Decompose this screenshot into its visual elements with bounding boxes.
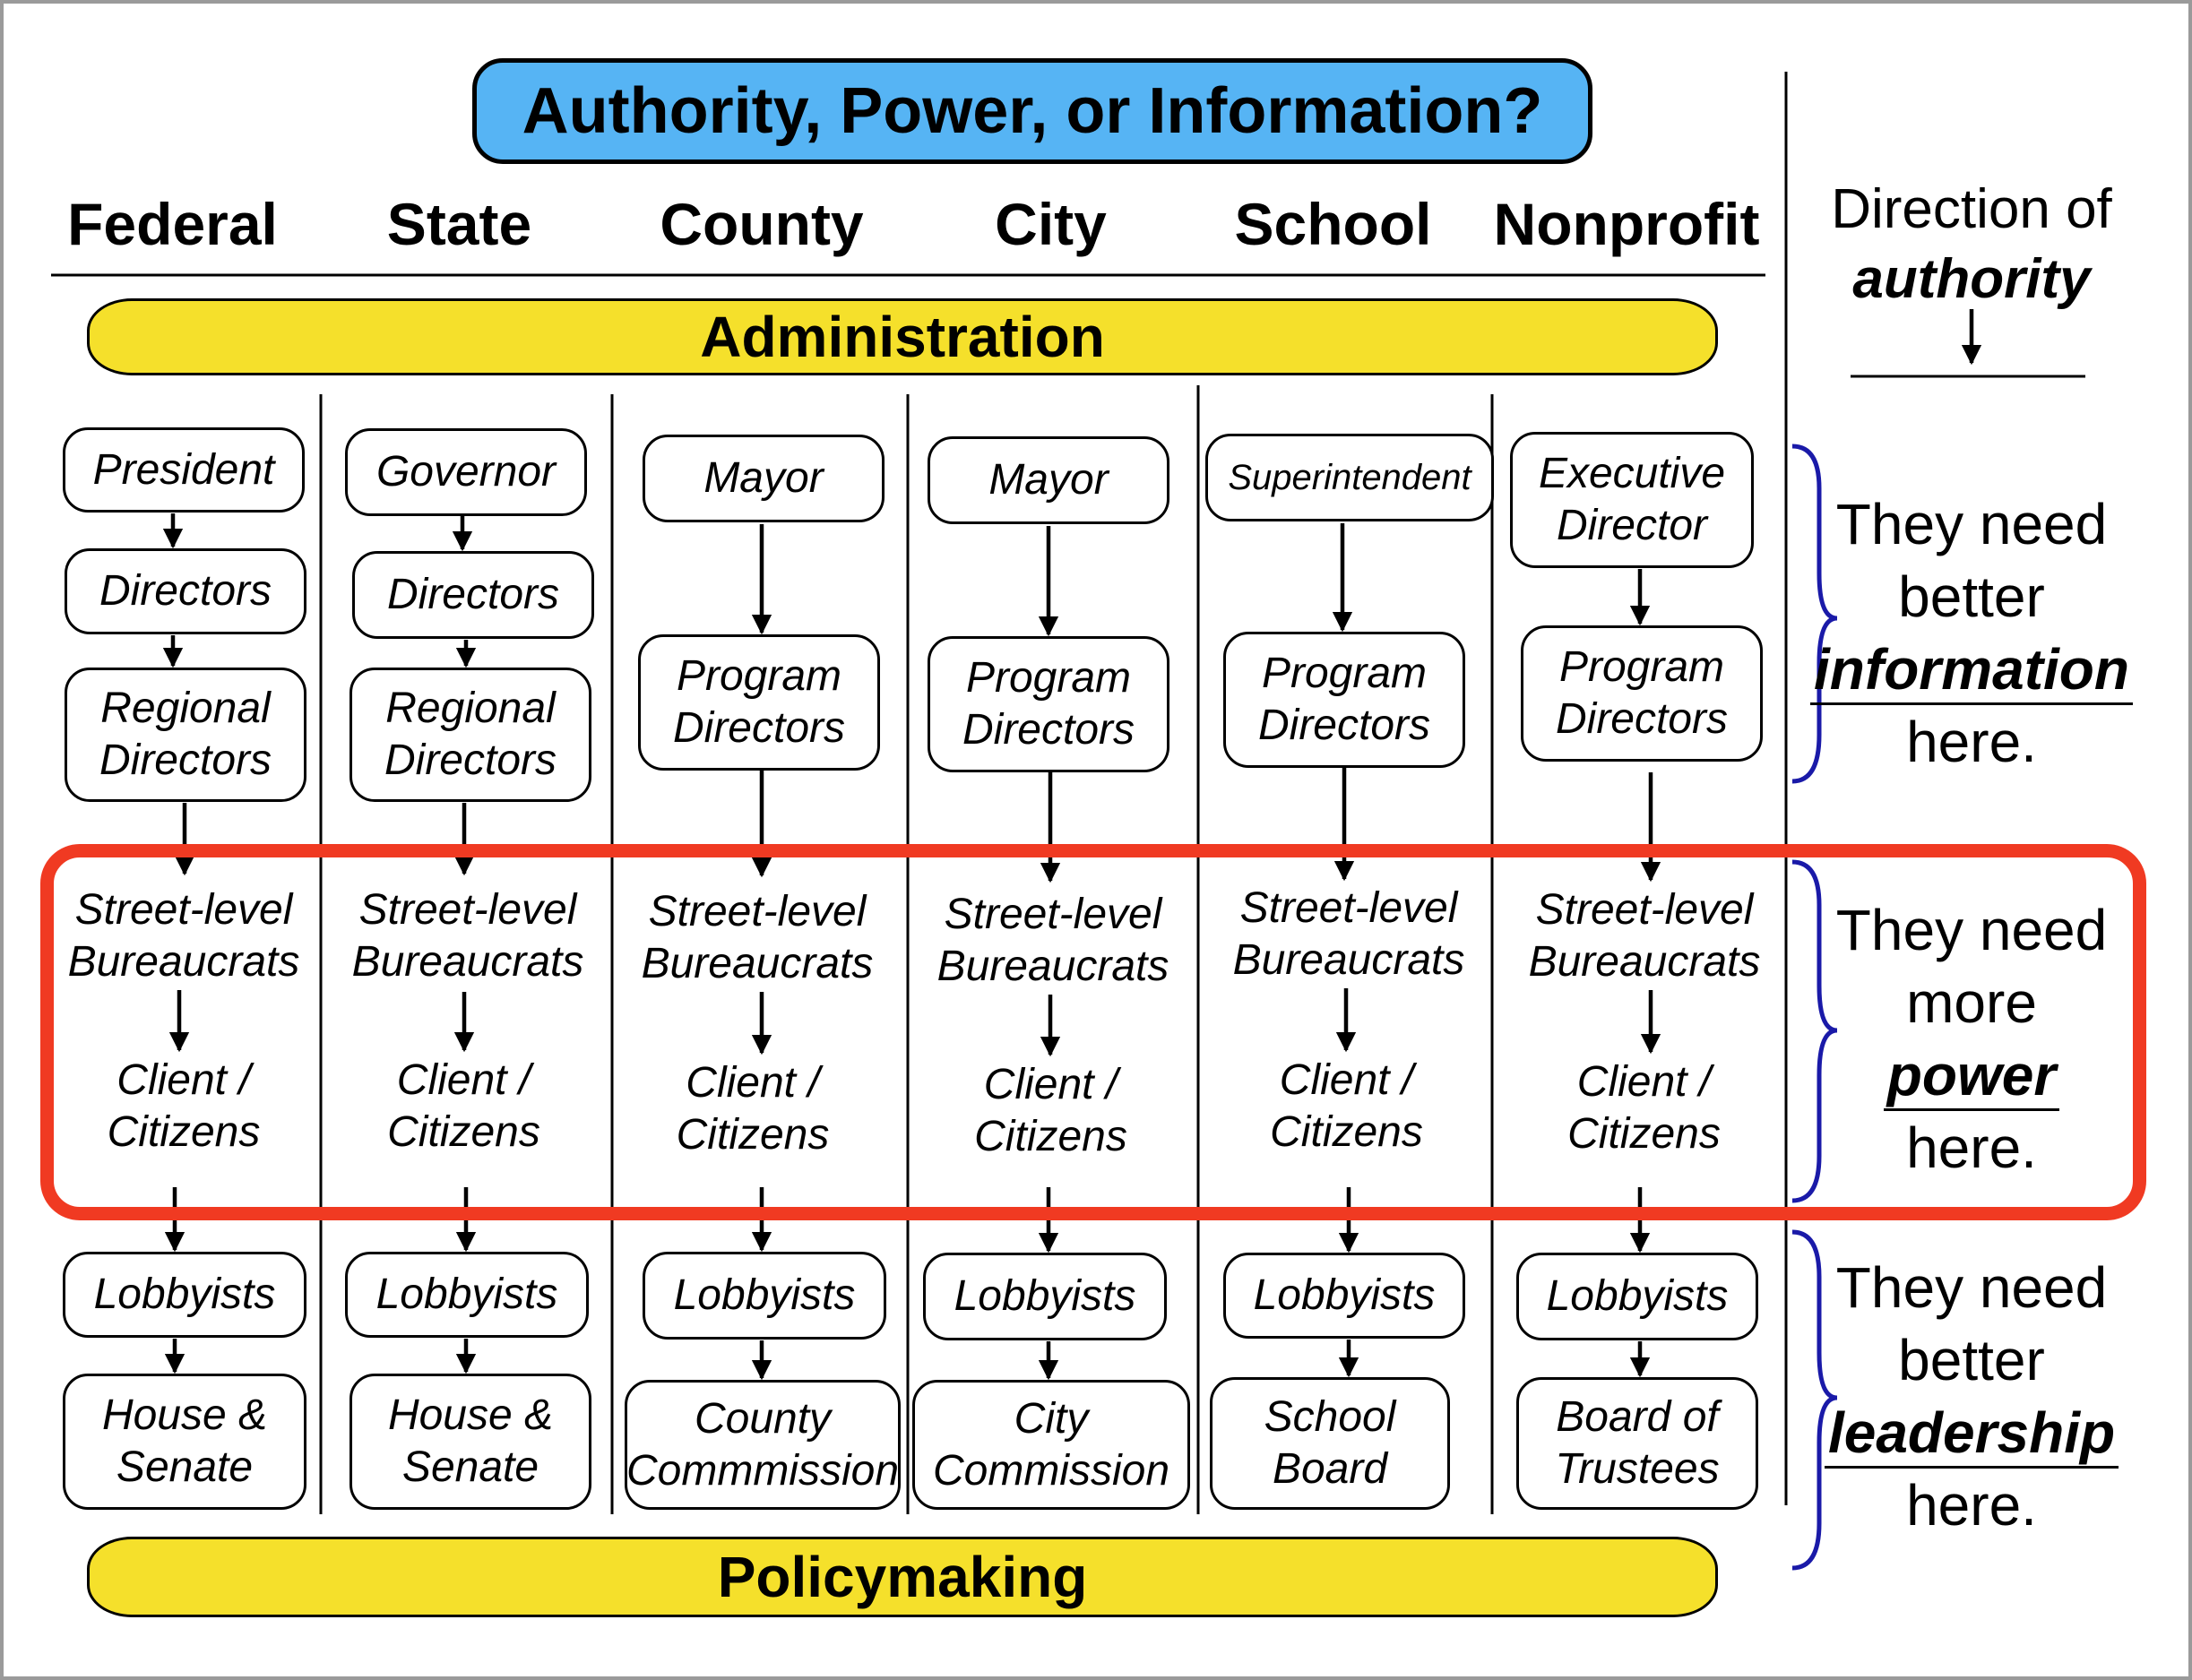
node-board-of-trustees: Board of Trustees xyxy=(1516,1377,1758,1510)
node-county-street-level: Street-level Bureaucrats xyxy=(641,888,874,987)
node-county-mayor: Mayor xyxy=(643,435,885,522)
node-school-program-directors: Program Directors xyxy=(1223,632,1465,768)
node-state-directors: Directors xyxy=(352,551,594,639)
side-note-emphasis: information xyxy=(1810,636,2133,705)
node-federal-clients: Client / Citizens xyxy=(107,1056,261,1156)
highlight-frame xyxy=(40,844,2146,1220)
side-note-information: They need better information here. xyxy=(1801,488,2142,779)
direction-heading: Direction of authority xyxy=(1801,175,2142,314)
node-county-commission: County Commmission xyxy=(625,1380,901,1510)
node-city-program-directors: Program Directors xyxy=(928,636,1169,772)
node-federal-directors: Directors xyxy=(65,548,306,634)
column-header-school: School xyxy=(1234,191,1432,257)
column-header-state: State xyxy=(386,191,532,257)
node-nonprofit-clients: Client / Citizens xyxy=(1567,1058,1721,1158)
side-note-emphasis: power xyxy=(1883,1042,2060,1111)
node-city-mayor: Mayor xyxy=(928,436,1169,524)
brace-information xyxy=(1791,444,1838,784)
node-county-lobbyists: Lobbyists xyxy=(643,1252,886,1340)
column-header-county: County xyxy=(660,191,864,257)
side-note-line: here. xyxy=(1906,710,2037,774)
node-state-clients: Client / Citizens xyxy=(387,1056,540,1156)
node-school-lobbyists: Lobbyists xyxy=(1223,1253,1465,1339)
side-note-line: They need xyxy=(1835,492,2108,556)
node-house-senate-state: House & Senate xyxy=(350,1374,591,1510)
node-executive-director: Executive Director xyxy=(1510,432,1754,568)
node-city-commission: City Commission xyxy=(912,1380,1190,1510)
node-president: President xyxy=(63,427,305,513)
node-city-lobbyists: Lobbyists xyxy=(923,1253,1167,1340)
side-note-leadership: They need better leadership here. xyxy=(1801,1252,2142,1542)
column-header-federal: Federal xyxy=(67,191,278,257)
node-school-board: School Board xyxy=(1210,1377,1450,1510)
node-house-senate-federal: House & Senate xyxy=(63,1374,306,1510)
node-school-clients: Client / Citizens xyxy=(1270,1056,1423,1156)
node-superintendent: Superintendent xyxy=(1205,434,1494,521)
side-note-line: They need xyxy=(1835,1255,2108,1320)
node-school-street-level: Street-level Bureaucrats xyxy=(1232,884,1465,984)
side-note-line: better xyxy=(1898,564,2045,629)
node-nonprofit-lobbyists: Lobbyists xyxy=(1516,1253,1758,1340)
column-header-city: City xyxy=(995,191,1107,257)
direction-label: Direction of xyxy=(1831,178,2112,240)
node-state-lobbyists: Lobbyists xyxy=(345,1252,589,1338)
node-federal-regional-directors: Regional Directors xyxy=(65,668,306,802)
brace-leadership xyxy=(1791,1229,1838,1571)
node-nonprofit-street-level: Street-level Bureaucrats xyxy=(1528,886,1761,986)
node-federal-lobbyists: Lobbyists xyxy=(63,1252,306,1338)
diagram-title: Authority, Power, or Information? xyxy=(472,58,1592,164)
direction-emphasis: authority xyxy=(1852,248,2091,310)
administration-banner: Administration xyxy=(87,298,1718,375)
node-state-street-level: Street-level Bureaucrats xyxy=(351,886,584,986)
node-governor: Governor xyxy=(345,428,587,516)
node-city-clients: Client / Citizens xyxy=(974,1061,1127,1160)
brace-power xyxy=(1791,859,1838,1203)
side-note-power: They need more power here. xyxy=(1801,894,2142,1185)
node-nonprofit-program-directors: Program Directors xyxy=(1521,625,1763,762)
side-note-line: They need xyxy=(1835,898,2108,962)
node-county-program-directors: Program Directors xyxy=(638,634,880,771)
side-note-line: more xyxy=(1906,970,2037,1035)
side-note-line: better xyxy=(1898,1328,2045,1392)
column-header-nonprofit: Nonprofit xyxy=(1493,191,1760,257)
side-note-line: here. xyxy=(1906,1116,2037,1180)
node-federal-street-level: Street-level Bureaucrats xyxy=(67,886,300,986)
node-county-clients: Client / Citizens xyxy=(676,1059,830,1159)
side-note-emphasis: leadership xyxy=(1824,1400,2119,1469)
node-city-street-level: Street-level Bureaucrats xyxy=(936,891,1169,990)
node-state-regional-directors: Regional Directors xyxy=(350,668,591,802)
policymaking-banner: Policymaking xyxy=(87,1537,1718,1617)
side-note-line: here. xyxy=(1906,1473,2037,1538)
